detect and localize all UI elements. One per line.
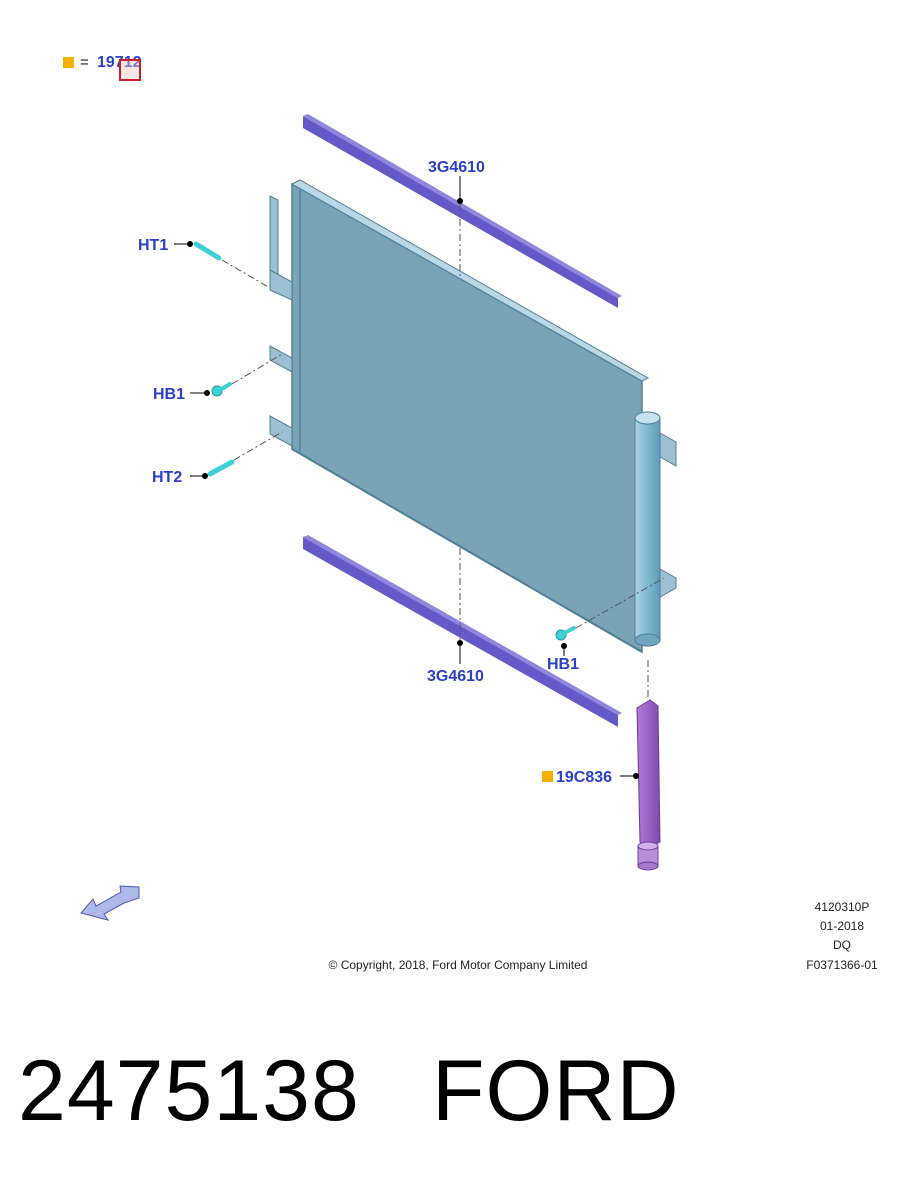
fastener-ht1 [193, 241, 222, 261]
seal-strip-bottom [303, 537, 618, 727]
drier-element [636, 699, 661, 871]
condenser [269, 179, 650, 654]
copyright-notice: © Copyright, 2018, Ford Motor Company Li… [329, 958, 588, 972]
fastener-hb1-left [211, 382, 232, 397]
legend-highlight-box [119, 59, 141, 81]
callout-3g4610-top[interactable]: 3G4610 [428, 159, 485, 176]
callout-3g4610-bottom[interactable]: 3G4610 [427, 668, 484, 685]
part-number-caption: 2475138 [18, 1043, 360, 1139]
callout-hb1-right[interactable]: HB1 [547, 656, 579, 673]
callout-drier-marker [542, 771, 553, 782]
callout-ht1[interactable]: HT1 [138, 237, 168, 254]
receiver-tank [634, 411, 677, 647]
legend-equals: = [80, 54, 89, 71]
callout-19c836[interactable]: 19C836 [556, 769, 612, 786]
figure-id: F0371366-01 [806, 958, 878, 972]
callout-hb1-left[interactable]: HB1 [153, 386, 185, 403]
alignment-lines [221, 204, 665, 700]
leader-dots [187, 198, 639, 779]
ref-dq: DQ [833, 938, 851, 952]
ref-code: 4120310P [815, 900, 870, 914]
fastener-hb1-right [555, 626, 576, 641]
ref-date: 01-2018 [820, 919, 864, 933]
front-direction-arrow-icon [80, 885, 140, 921]
parts-diagram: = 19712 [63, 54, 878, 972]
callout-ht2[interactable]: HT2 [152, 469, 182, 486]
legend-marker [63, 57, 74, 68]
fastener-ht2 [207, 459, 235, 477]
seal-strip-top [303, 116, 618, 308]
brand-caption: FORD [432, 1043, 680, 1139]
